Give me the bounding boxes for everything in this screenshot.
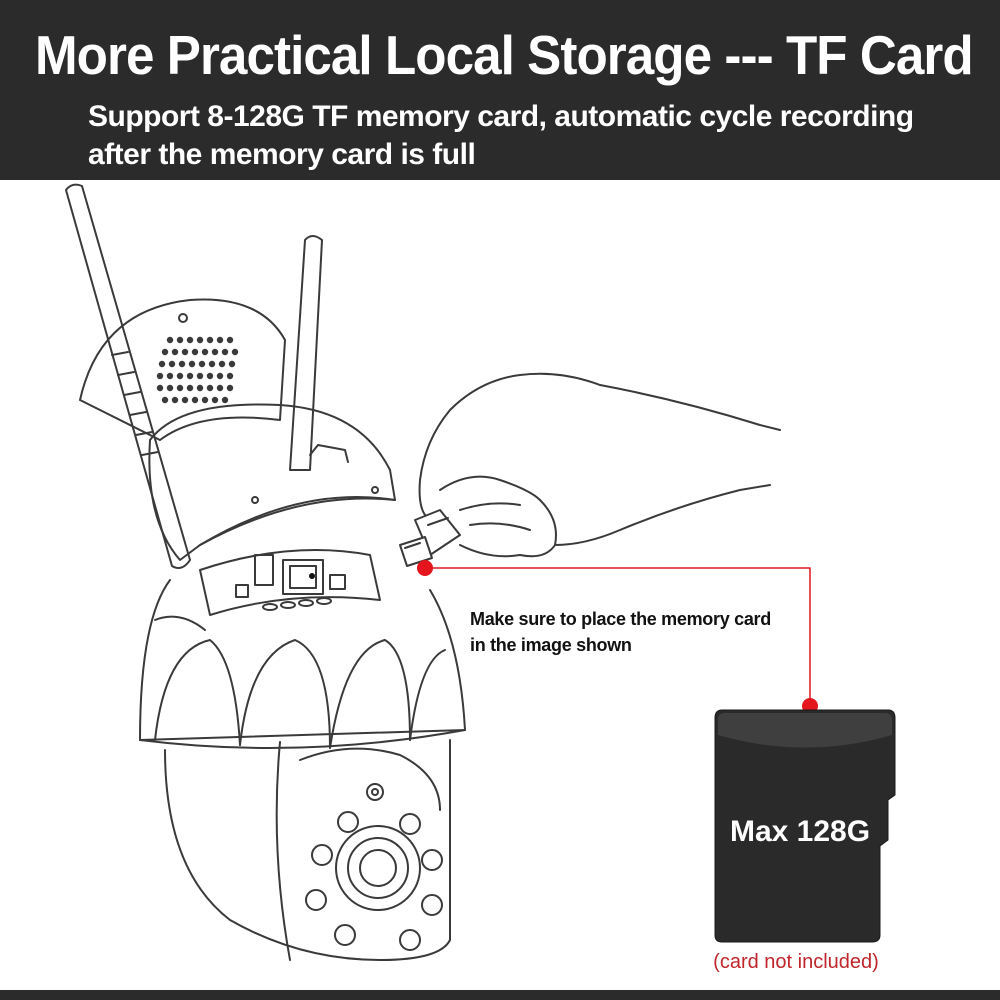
camera-illustration bbox=[65, 183, 896, 961]
card-not-included-note: (card not included) bbox=[713, 951, 879, 973]
left-antenna bbox=[65, 183, 191, 569]
tf-card-large bbox=[714, 709, 896, 943]
header-bar: More Practical Local Storage --- TF Card… bbox=[0, 0, 1000, 180]
small-tf-card bbox=[399, 536, 433, 567]
banner-subtitle: Support 8-128G TF memory card, automatic… bbox=[88, 98, 968, 174]
opened-lid bbox=[148, 403, 396, 561]
placement-note: Make sure to place the memory card in th… bbox=[470, 606, 771, 658]
hand-illustration bbox=[414, 372, 781, 558]
camera-back-housing bbox=[79, 298, 286, 441]
note-line-1: Make sure to place the memory card bbox=[470, 609, 771, 629]
banner-title: More Practical Local Storage --- TF Card bbox=[35, 24, 974, 86]
dome-base bbox=[139, 579, 466, 749]
subtitle-line-1: Support 8-128G TF memory card, automatic… bbox=[88, 100, 914, 133]
note-line-2: in the image shown bbox=[470, 635, 632, 655]
subtitle-line-2: after the memory card is full bbox=[88, 138, 476, 171]
card-capacity-label: Max 128G bbox=[729, 815, 871, 848]
right-antenna bbox=[289, 235, 323, 471]
card-slot-area bbox=[199, 549, 381, 616]
camera-head bbox=[164, 739, 451, 961]
speaker-grille bbox=[156, 336, 239, 404]
connector-line bbox=[417, 560, 818, 714]
bottom-bar bbox=[0, 990, 1000, 1000]
